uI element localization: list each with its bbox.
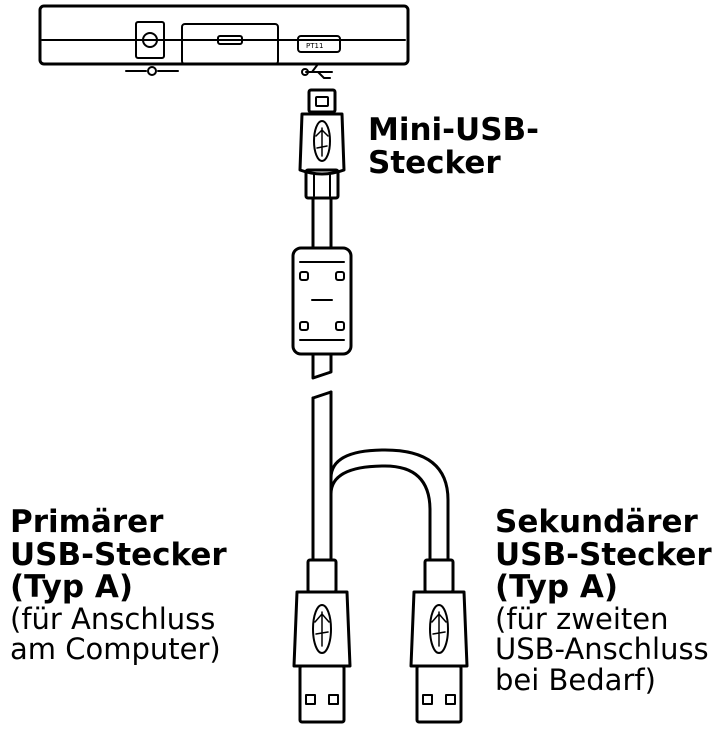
cable-break-top bbox=[311, 352, 333, 380]
ferrite-core bbox=[291, 246, 353, 356]
primary-plug-label: Primärer USB-Stecker (Typ A) (für Anschl… bbox=[10, 506, 227, 665]
cable-primary bbox=[311, 390, 333, 562]
secondary-plug-label: Sekundärer USB-Stecker (Typ A) (für zwei… bbox=[495, 506, 712, 695]
secondary-label-line1: Sekundärer bbox=[495, 504, 698, 540]
primary-label-line4: (für Anschluss bbox=[10, 601, 216, 636]
port-label: PT11 bbox=[306, 42, 323, 50]
cable-break-bottom bbox=[311, 390, 333, 400]
mini-usb-label-line2: Stecker bbox=[368, 144, 501, 181]
cable-upper bbox=[311, 196, 333, 250]
mini-usb-label: Mini-USB- Stecker bbox=[368, 114, 539, 179]
primary-label-line2: USB-Stecker bbox=[10, 536, 227, 573]
primary-label-line1: Primärer bbox=[10, 504, 164, 540]
mini-usb-plug bbox=[298, 88, 346, 200]
secondary-label-line4: (für zweiten bbox=[495, 601, 669, 636]
primary-label-line3: (Typ A) bbox=[10, 569, 133, 606]
device-enclosure bbox=[38, 4, 410, 79]
secondary-label-line5: USB-Anschluss bbox=[495, 632, 709, 667]
secondary-label-line3: (Typ A) bbox=[495, 569, 618, 606]
primary-usb-plug bbox=[292, 558, 352, 724]
secondary-usb-plug bbox=[409, 558, 469, 724]
cable-branch-inner bbox=[329, 464, 432, 562]
secondary-label-line2: USB-Stecker bbox=[495, 536, 712, 573]
primary-label-line5: am Computer) bbox=[10, 632, 221, 667]
cable-branch-outer bbox=[329, 448, 450, 562]
secondary-label-line6: bei Bedarf) bbox=[495, 662, 656, 697]
mini-usb-label-line1: Mini-USB- bbox=[368, 112, 540, 148]
